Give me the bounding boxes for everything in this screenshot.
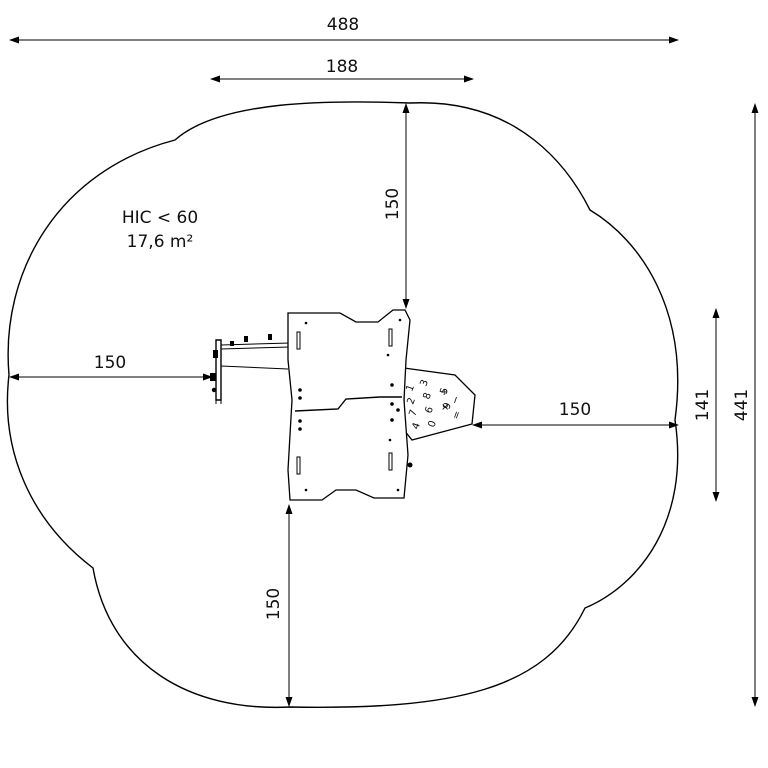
panel-glyph-6: 6 bbox=[423, 405, 436, 415]
panel-glyph-1: 2 bbox=[405, 396, 418, 406]
panel-glyph-10: + bbox=[440, 387, 448, 398]
left-arm-assembly bbox=[210, 334, 291, 404]
panel-glyph-8: 5 bbox=[438, 386, 451, 396]
top-clearance-label: 150 bbox=[383, 188, 403, 220]
area-label: 17,6 m² bbox=[127, 232, 194, 252]
panel-glyph-0: 1 bbox=[404, 383, 417, 393]
panel-glyph-5: 8 bbox=[421, 391, 434, 401]
panel-glyph-3: 4 bbox=[410, 421, 423, 431]
panel-glyph-12: − bbox=[449, 394, 462, 406]
left-clearance-label: 150 bbox=[94, 353, 126, 373]
panel-glyph-9: 9 bbox=[441, 401, 454, 411]
equipment-depth-label: 141 bbox=[693, 389, 713, 421]
panel-glyph-4: 3 bbox=[418, 378, 431, 388]
safety-zone-outline bbox=[6, 101, 679, 709]
panel-glyph-11: × bbox=[441, 402, 449, 413]
right-clearance-label: 150 bbox=[559, 400, 591, 420]
bottom-clearance-label: 150 bbox=[264, 588, 284, 620]
total-width-label: 488 bbox=[327, 15, 359, 35]
central-platform bbox=[287, 309, 411, 501]
panel-glyph-7: 0 bbox=[426, 419, 439, 429]
number-panel: 1 2 7 4 3 8 6 0 5 9 + × − = bbox=[403, 367, 476, 470]
equipment-width-label: 188 bbox=[326, 57, 358, 77]
panel-glyph-13: = bbox=[450, 409, 463, 421]
hic-label: HIC < 60 bbox=[122, 208, 198, 228]
panel-glyph-2: 7 bbox=[407, 408, 420, 418]
total-depth-label: 441 bbox=[732, 389, 752, 421]
